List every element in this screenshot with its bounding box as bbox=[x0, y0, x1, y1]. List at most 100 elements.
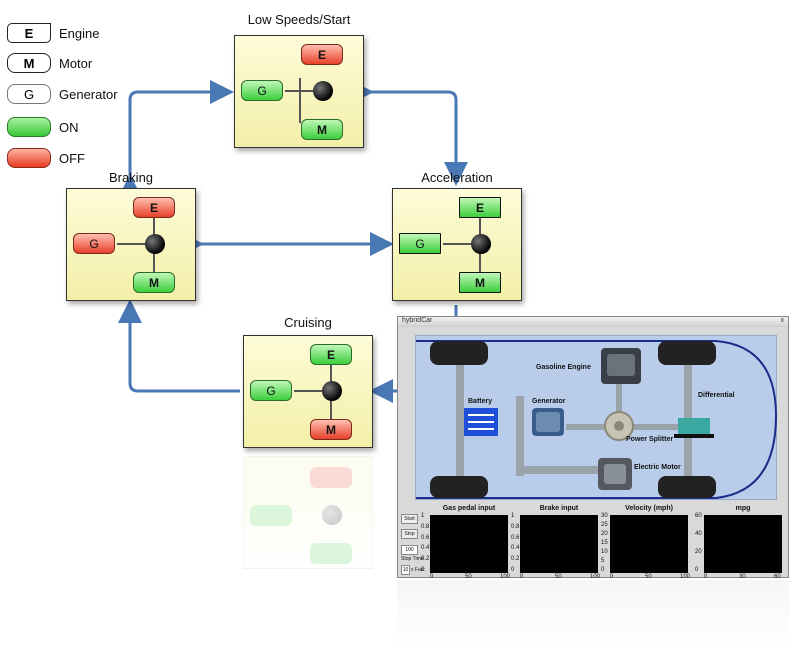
generator-node: G bbox=[73, 233, 115, 254]
x-tick-label: 100 bbox=[590, 574, 601, 580]
y-tick-label: 0.2 bbox=[511, 556, 520, 563]
y-tick-label: 0.2 bbox=[421, 556, 430, 563]
motor-node: M bbox=[133, 272, 175, 293]
power-splitter-hub bbox=[145, 234, 165, 254]
state-title-acceleration: Acceleration bbox=[421, 170, 493, 185]
splitter-label: Power Splitter bbox=[626, 436, 674, 443]
arrow-cruising-to-braking bbox=[118, 299, 240, 393]
differential-label: Differential bbox=[698, 392, 735, 399]
y-tick-label: 30 bbox=[601, 513, 608, 519]
motor-node: M bbox=[301, 119, 343, 140]
plot-label: Brake input bbox=[539, 505, 579, 512]
x-tick-label: 60 bbox=[774, 574, 781, 580]
battery-icon bbox=[464, 408, 498, 436]
generator-node: G bbox=[241, 80, 283, 101]
y-tick-label: 1 bbox=[511, 513, 515, 519]
plot-label: Gas pedal input bbox=[442, 505, 496, 512]
off-chip bbox=[7, 148, 51, 168]
engine-node: E bbox=[459, 197, 501, 218]
state-panel-low-speeds: E G M bbox=[234, 35, 364, 148]
y-tick-label: 20 bbox=[601, 531, 608, 537]
drivetrain-drawing bbox=[416, 340, 778, 499]
x-tick-label: 50 bbox=[555, 574, 562, 580]
x-tick-label: 50 bbox=[465, 574, 472, 580]
stop-button[interactable]: Stop bbox=[401, 529, 418, 539]
differential-icon bbox=[674, 418, 714, 438]
y-tick-label: 0.6 bbox=[421, 534, 430, 541]
generator-chip: G bbox=[7, 84, 51, 104]
y-tick-label: 5 bbox=[601, 558, 605, 564]
wheel-icon bbox=[430, 341, 716, 498]
x-tick-label: 0 bbox=[430, 574, 434, 580]
simulator-titlebar: hybridCar x bbox=[398, 317, 788, 327]
on-chip bbox=[7, 117, 51, 137]
arrow-low-to-braking bbox=[118, 80, 234, 198]
plot-label: mpg bbox=[735, 505, 751, 512]
x-tick-label: 100 bbox=[500, 574, 511, 580]
y-tick-label: 0 bbox=[695, 567, 699, 573]
plot-canvas bbox=[520, 515, 598, 573]
y-tick-label: 25 bbox=[601, 522, 608, 528]
y-tick-label: 0.6 bbox=[511, 534, 520, 541]
arrow-low-to-acceleration bbox=[350, 80, 468, 186]
y-tick-label: 0.4 bbox=[421, 545, 430, 552]
generator-label: Generator bbox=[532, 398, 566, 405]
y-tick-label: 0 bbox=[511, 567, 515, 573]
legend-label: Motor bbox=[59, 55, 93, 71]
y-tick-label: 0 bbox=[601, 567, 605, 573]
electric-motor-icon bbox=[598, 458, 632, 490]
legend-label: ON bbox=[59, 119, 79, 135]
x-tick-label: 50 bbox=[645, 574, 652, 580]
power-splitter-hub bbox=[322, 381, 342, 401]
engine-label: Gasoline Engine bbox=[536, 364, 591, 371]
legend-off: OFF bbox=[7, 148, 85, 168]
y-tick-label: 1 bbox=[421, 513, 425, 519]
stop-time-label: Stop Time bbox=[401, 556, 424, 562]
x-tick-label: 30 bbox=[739, 574, 746, 580]
state-title-cruising: Cruising bbox=[284, 315, 332, 330]
speed-input[interactable]: 10 bbox=[401, 565, 410, 575]
y-tick-label: 20 bbox=[695, 549, 702, 555]
generator-node: G bbox=[399, 233, 441, 254]
x-tick-label: 0 bbox=[704, 574, 708, 580]
motor-label: Electric Motor bbox=[634, 464, 681, 471]
simulator-title: hybridCar bbox=[402, 317, 433, 324]
car-schematic: Gasoline Engine Battery Generator Differ… bbox=[415, 335, 778, 500]
y-tick-label: 10 bbox=[601, 549, 608, 555]
legend-on: ON bbox=[7, 117, 79, 137]
legend-motor: M Motor bbox=[7, 53, 92, 73]
state-title-low-speeds: Low Speeds/Start bbox=[247, 12, 351, 27]
close-icon[interactable]: x bbox=[780, 317, 785, 324]
motor-chip: M bbox=[7, 53, 51, 73]
generator-node: G bbox=[250, 380, 292, 401]
x-tick-label: 0 bbox=[610, 574, 614, 580]
state-panel-cruising: E G M bbox=[243, 335, 373, 448]
x-tick-label: 0 bbox=[520, 574, 524, 580]
legend-generator: G Generator bbox=[7, 84, 118, 104]
engine-icon bbox=[601, 348, 641, 384]
x-tick-label: 100 bbox=[680, 574, 691, 580]
legend-label: OFF bbox=[59, 150, 85, 166]
plot-canvas bbox=[704, 515, 782, 573]
legend-label: Generator bbox=[59, 86, 118, 102]
cruising-reflection bbox=[243, 456, 373, 569]
legend-label: Engine bbox=[59, 25, 100, 41]
stop-time-input[interactable]: 100 bbox=[401, 545, 418, 555]
simulator-window: hybridCar x bbox=[397, 316, 789, 580]
y-tick-label: 40 bbox=[695, 531, 702, 537]
engine-node: E bbox=[310, 344, 352, 365]
start-button[interactable]: Start bbox=[401, 514, 418, 524]
battery-label: Battery bbox=[468, 398, 493, 405]
generator-icon bbox=[532, 408, 564, 436]
y-tick-label: 0.8 bbox=[421, 523, 430, 530]
state-panel-acceleration: E G M bbox=[392, 188, 522, 301]
power-splitter-icon bbox=[604, 411, 634, 441]
engine-node: E bbox=[133, 197, 175, 218]
engine-chip: E bbox=[7, 23, 51, 43]
y-tick-label: 0.8 bbox=[511, 523, 520, 530]
power-splitter-hub bbox=[313, 81, 333, 101]
y-tick-label: 15 bbox=[601, 540, 608, 546]
y-tick-label: 60 bbox=[695, 513, 702, 519]
power-splitter-hub bbox=[471, 234, 491, 254]
legend-engine: E Engine bbox=[7, 23, 99, 43]
